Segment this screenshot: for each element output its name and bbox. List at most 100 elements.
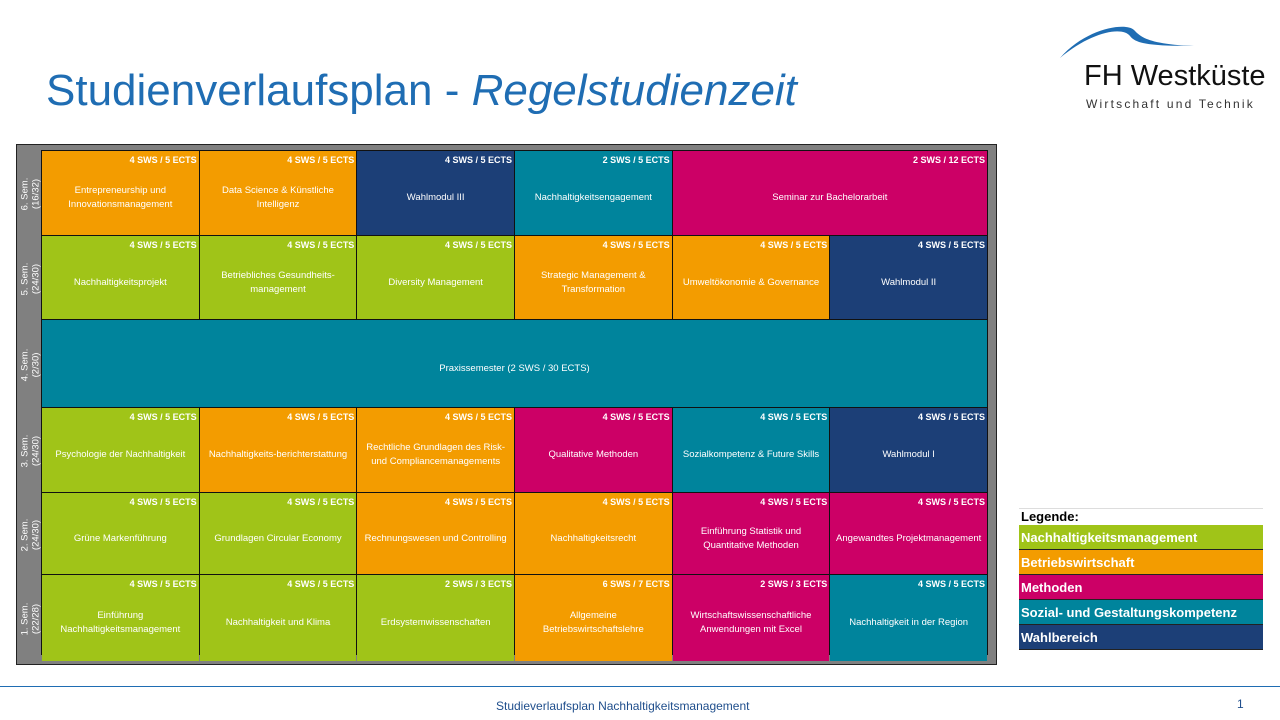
semester-credits: (22/28): [30, 603, 41, 635]
module-cell: 4 SWS / 5 ECTS Nachhaltigkeit und Klima: [199, 575, 357, 661]
module-cell: 4 SWS / 5 ECTS Einführung Statistik und Q…: [672, 493, 830, 574]
module-name: Sozialkompetenz & Future Skills: [682, 449, 820, 460]
module-name: Einführung Nachhaltigkeitsmanagement: [60, 610, 181, 635]
logo-subtitle: Wirtschaft und Technik: [1086, 97, 1255, 111]
module-credits: 2 SWS / 12 ECTS: [912, 155, 985, 165]
module-cell: Praxissemester (2 SWS / 30 ECTS): [42, 320, 987, 407]
module-cell: 4 SWS / 5 ECTS Wahlmodul III: [357, 151, 514, 235]
module-name: Nachhaltigkeits-berichterstattung: [208, 449, 348, 460]
semester-name: 5. Sem.: [19, 262, 30, 295]
semester-name: 1. Sem.: [19, 602, 30, 636]
legend-item: Methoden: [1019, 575, 1263, 600]
module-name: Strategic Management & Transformation: [541, 269, 646, 295]
semester-credits: (24/30): [30, 263, 41, 294]
semester-name: 4. Sem.: [19, 348, 30, 381]
module-name: Qualitative Methoden: [548, 449, 639, 460]
module-cell: 4 SWS / 5 ECTS Qualitative Methoden: [515, 408, 672, 492]
module-name: Rechtliche Grundlagen des Risk- und Comp…: [366, 442, 506, 467]
module-credits: 2 SWS / 3 ECTS: [760, 579, 828, 589]
module-cell: 4 SWS / 5 ECTS Sozialkompetenz & Future S…: [672, 408, 830, 492]
module-credits: 4 SWS / 5 ECTS: [760, 412, 828, 422]
module-cell: 2 SWS / 12 ECTS Seminar zur Bachelorarbei…: [672, 151, 987, 235]
semester-label: 4. Sem.(2/30): [18, 321, 42, 408]
semester-label: 3. Sem.(24/30): [18, 409, 42, 493]
module-cell: 4 SWS / 5 ECTS Data Science & Künstliche …: [199, 151, 357, 235]
module-name: Einführung Statistik und Quantitative Me…: [700, 525, 802, 551]
module-cell: 4 SWS / 5 ECTS Nachhaltigkeitsprojekt: [42, 236, 199, 319]
module-cell: 4 SWS / 5 ECTS Diversity Management: [357, 236, 514, 319]
module-credits: 4 SWS / 5 ECTS: [444, 497, 512, 507]
title-italic: Regelstudienzeit: [471, 66, 797, 115]
module-cell: 2 SWS / 3 ECTS Erdsystemwissenschaften: [357, 575, 514, 661]
module-credits: 4 SWS / 5 ECTS: [129, 155, 197, 165]
module-credits: 4 SWS / 5 ECTS: [129, 412, 197, 422]
module-credits: 4 SWS / 5 ECTS: [444, 412, 512, 422]
semester-label: 5. Sem.(24/30): [18, 237, 42, 320]
module-cell: 4 SWS / 5 ECTS Rechtliche Grundlagen des …: [357, 408, 514, 492]
module-name: Diversity Management: [388, 276, 483, 288]
module-credits: 4 SWS / 5 ECTS: [917, 579, 985, 589]
module-credits: 4 SWS / 5 ECTS: [444, 240, 512, 250]
page-number: 1: [1237, 697, 1244, 711]
page-title: Studienverlaufsplan - Regelstudienzeit: [46, 66, 797, 116]
semester-credits: (2/30): [30, 352, 41, 377]
module-credits: 4 SWS / 5 ECTS: [602, 240, 670, 250]
module-name: Entrepreneurship und Innovationsmanageme…: [68, 185, 173, 210]
module-name: Praxissemester (2 SWS / 30 ECTS): [439, 362, 590, 374]
module-credits: 4 SWS / 5 ECTS: [287, 155, 355, 165]
module-cell: 4 SWS / 5 ECTS Strategic Management & Tra…: [515, 236, 672, 319]
module-name: Grüne Markenführung: [73, 532, 167, 544]
footer-text: Studieverlaufsplan Nachhaltigkeitsmanage…: [496, 699, 750, 713]
module-grid: 6. Sem.(16/32) 4 SWS / 5 ECTS Entrepreneur…: [19, 150, 988, 661]
semester-credits: (24/30): [30, 435, 41, 467]
module-credits: 2 SWS / 3 ECTS: [444, 579, 512, 589]
module-cell: 4 SWS / 5 ECTS Entrepreneurship und Innov…: [42, 151, 199, 235]
module-name: Angewandtes Projektmanagement: [836, 532, 982, 544]
semester-label: 6. Sem.(16/32): [18, 152, 42, 236]
module-name: Erdsystemwissenschaften: [380, 617, 491, 628]
module-name: Wahlmodul I: [882, 449, 935, 460]
module-name: Wirtschaftswissenschaftliche Anwendungen…: [690, 610, 812, 635]
module-credits: 4 SWS / 5 ECTS: [444, 155, 512, 165]
module-name: Nachhaltigkeit in der Region: [849, 617, 969, 628]
module-name: Nachhaltigkeit und Klima: [225, 617, 331, 628]
module-name: Seminar zur Bachelorarbeit: [772, 192, 888, 203]
module-name: Nachhaltigkeitsrecht: [550, 532, 637, 544]
module-credits: 4 SWS / 5 ECTS: [129, 579, 197, 589]
module-cell: 2 SWS / 3 ECTS Wirtschaftswissenschaftlic…: [672, 575, 830, 661]
module-name: Nachhaltigkeitsprojekt: [73, 276, 167, 288]
semester-name: 2. Sem.: [19, 518, 30, 551]
semester-label: 1. Sem.(22/28): [18, 576, 42, 662]
module-credits: 4 SWS / 5 ECTS: [129, 240, 197, 250]
legend-item: Nachhaltigkeitsmanagement: [1019, 525, 1263, 550]
module-cell: 4 SWS / 5 ECTS Nachhaltigkeit in der Regi…: [830, 575, 987, 661]
semester-name: 6. Sem.: [19, 177, 30, 211]
module-credits: 4 SWS / 5 ECTS: [287, 579, 355, 589]
legend-item: Betriebswirtschaft: [1019, 550, 1263, 575]
module-name: Betriebliches Gesundheits-management: [221, 269, 335, 295]
module-cell: 4 SWS / 5 ECTS Betriebliches Gesundheits-…: [199, 236, 357, 319]
title-main: Studienverlaufsplan -: [46, 66, 472, 115]
module-credits: 4 SWS / 5 ECTS: [760, 497, 828, 507]
semester-label: 2. Sem.(24/30): [18, 494, 42, 575]
logo-name: FH Westküste: [1084, 60, 1266, 92]
module-credits: 4 SWS / 5 ECTS: [287, 240, 355, 250]
module-name: Nachhaltigkeitsengagement: [534, 192, 652, 203]
module-cell: 4 SWS / 5 ECTS Einführung Nachhaltigkeits…: [42, 575, 199, 661]
module-credits: 4 SWS / 5 ECTS: [602, 412, 670, 422]
module-name: Data Science & Künstliche Intelligenz: [222, 185, 334, 210]
module-name: Wahlmodul III: [406, 192, 465, 203]
module-name: Umweltökonomie & Governance: [682, 276, 820, 288]
